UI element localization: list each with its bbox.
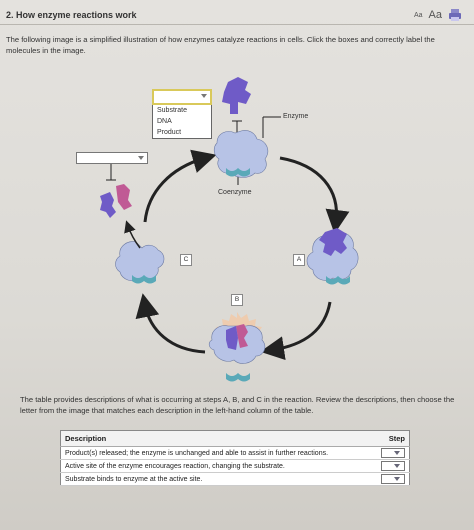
table-row: Substrate binds to enzyme at the active …: [60, 472, 410, 486]
cycle-arrow-bottom-right: [260, 301, 332, 361]
substrate-top: [222, 77, 251, 114]
dropdown-option-substrate[interactable]: Substrate: [157, 107, 187, 114]
header-divider: [0, 24, 474, 25]
chevron-down-icon: [138, 156, 144, 160]
coenzyme-left: [132, 275, 156, 284]
printer-icon[interactable]: [448, 8, 462, 22]
product-pink: [116, 184, 132, 210]
cycle-arrow-bottom-left: [135, 293, 206, 354]
step-matching-table: Description Step Product(s) released; th…: [60, 430, 410, 486]
step-select-row-1[interactable]: [381, 448, 405, 458]
description-column-header: Description: [60, 430, 361, 447]
coenzyme-label: Coenzyme: [218, 189, 252, 196]
dropdown-option-dna[interactable]: DNA: [157, 118, 172, 125]
coenzyme-bottom: [226, 373, 250, 382]
enzyme-top: [213, 130, 269, 178]
chevron-down-icon: [394, 477, 400, 481]
font-increase-button[interactable]: Aa: [428, 9, 442, 21]
row-description: Product(s) released; the enzyme is uncha…: [60, 446, 361, 460]
table-header-row: Description Step: [60, 430, 410, 447]
step-select-row-3[interactable]: [381, 474, 405, 484]
dropdown-option-product[interactable]: Product: [157, 129, 182, 136]
release-arrow: [124, 220, 141, 249]
substrate-right: [319, 228, 347, 256]
intro-text: The following image is a simplified illu…: [6, 35, 435, 55]
chevron-down-icon: [394, 464, 400, 468]
substrate-bottom-purple: [226, 326, 238, 350]
row-description: Substrate binds to enzyme at the active …: [60, 472, 361, 486]
row-description: Active site of the enzyme encourages rea…: [60, 459, 361, 473]
substrate-bottom-pink: [236, 324, 248, 348]
enzyme-label: Enzyme: [283, 113, 309, 120]
cycle-arrow-top-right: [279, 156, 350, 234]
table-row: Active site of the enzyme encourages rea…: [60, 459, 410, 473]
step-column-header: Step: [361, 430, 410, 447]
step-select-row-2[interactable]: [381, 461, 405, 471]
label-dropdown-header[interactable]: [152, 89, 212, 105]
coenzyme-top: [226, 168, 250, 177]
step-label-b: B: [231, 294, 243, 306]
enzyme-bottom: [208, 325, 266, 364]
table-row: Product(s) released; the enzyme is uncha…: [60, 446, 410, 460]
cycle-arrow-top-left: [143, 149, 217, 223]
step-label-c: C: [180, 254, 192, 266]
coenzyme-right: [326, 276, 350, 285]
question-title: 2. How enzyme reactions work: [6, 10, 137, 20]
font-size-controls: Aa Aa: [414, 8, 462, 22]
product-purple: [100, 192, 116, 218]
label-dropdown-open[interactable]: Substrate DNA Product: [152, 89, 212, 139]
label-dropdown-products[interactable]: [76, 152, 148, 164]
table-instructions: The table provides descriptions of what …: [20, 395, 455, 415]
step-label-a: A: [293, 254, 305, 266]
chevron-down-icon: [201, 94, 207, 98]
chevron-down-icon: [394, 451, 400, 455]
font-decrease-button[interactable]: Aa: [413, 11, 423, 19]
enzyme-cycle-diagram: [100, 77, 359, 382]
